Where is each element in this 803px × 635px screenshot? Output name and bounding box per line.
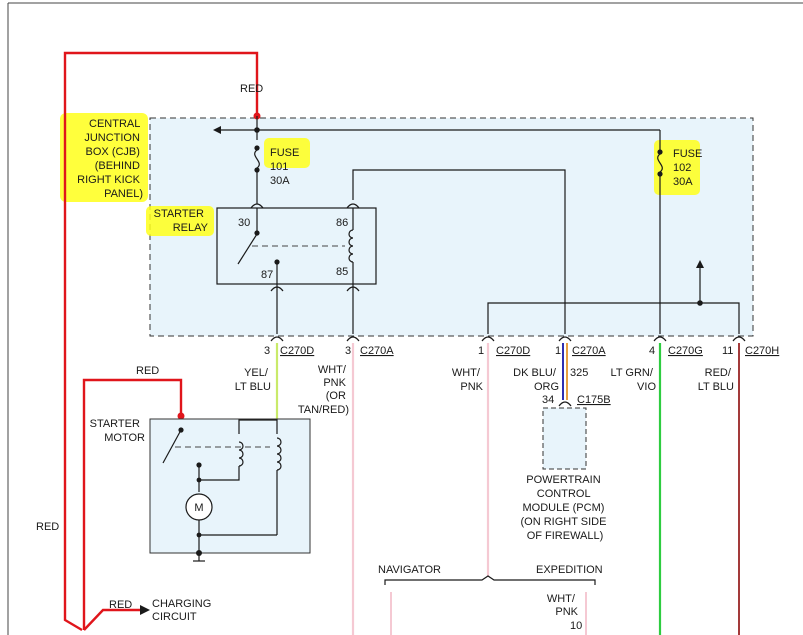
- starter-coil-top: [238, 419, 278, 434]
- fuse102-icon: [657, 153, 663, 173]
- fuse101-top-terminal: [254, 145, 260, 151]
- wire-label-dk-blu-org: DK BLU/ ORG: [513, 367, 559, 393]
- highlight-starter-relay: [146, 206, 214, 236]
- pcm-connector-icon: [558, 401, 572, 407]
- relay-pin86-connector-icon: [346, 203, 360, 209]
- pcm-box: [542, 407, 587, 470]
- connector-name: C270A: [572, 345, 606, 357]
- internal-up-arrow-icon: [696, 260, 704, 268]
- relay-pin30-label: 30: [238, 217, 250, 229]
- connector-name: C270D: [280, 345, 314, 357]
- charging-arrow-icon: [140, 605, 150, 615]
- cjb-box-fill: [150, 118, 753, 336]
- c270d-pin3-connector-icon: [270, 336, 284, 342]
- fuse102-top-terminal: [657, 149, 663, 155]
- label-expedition: EXPEDITION: [536, 564, 603, 576]
- fuse101-icon: [254, 149, 260, 169]
- connector-labels: 3 C270D 3 C270A 1 C270D 1 C270A 4 C270G …: [264, 345, 779, 357]
- starter-internal-wire: [198, 465, 240, 481]
- wire-label-wht-pnk: WHT/ PNK: [452, 367, 484, 393]
- connector-pin: 11: [722, 345, 733, 357]
- red-wire-charging: [83, 608, 142, 631]
- connector-pin: 4: [649, 345, 655, 357]
- starter-coil-right-icon: [276, 437, 282, 471]
- wire-label-circuit-325: 325: [570, 367, 588, 379]
- connector-pin: 1: [555, 345, 561, 357]
- bottom-pin: 10: [570, 620, 582, 632]
- red-wire-label-top: RED: [240, 83, 263, 95]
- connector-pin: 3: [264, 345, 270, 357]
- bus-arrow-icon: [213, 126, 221, 134]
- starter-relay-label: STARTER RELAY: [154, 208, 209, 234]
- connector-name: C270D: [496, 345, 530, 357]
- highlight-fuse102: [654, 140, 700, 195]
- wire-label-yel-lt-blu: YEL/ LT BLU: [235, 367, 271, 393]
- red-wire-main: [63, 51, 259, 632]
- starter-relay-box: [216, 207, 377, 285]
- connector-name: C270H: [745, 345, 779, 357]
- red-wire-label-starter: RED: [136, 365, 159, 377]
- connector-name: C270A: [360, 345, 394, 357]
- c270a-pin3-connector-icon: [346, 336, 360, 342]
- starter-switch-blade-icon: [162, 429, 182, 464]
- connector-name: C270G: [668, 345, 703, 357]
- cjb-label: CENTRAL JUNCTION BOX (CJB) (BEHIND RIGHT…: [77, 118, 143, 200]
- wire-label-lt-grn-vio: LT GRN/ VIO: [611, 367, 657, 393]
- c270g-pin4-connector-icon: [653, 336, 667, 342]
- model-split-bracket: [384, 575, 596, 585]
- wire-label-red-lt-blu: RED/ LT BLU: [698, 367, 734, 393]
- fuse102-label: FUSE 102 30A: [673, 148, 705, 188]
- starter-motor-label: STARTER MOTOR: [90, 418, 145, 444]
- relay-switch-pivot: [254, 230, 260, 236]
- starter-coil-left-icon: [238, 441, 244, 467]
- cjb-bottom-connectors: [270, 336, 746, 342]
- relay-switch-blade-icon: [237, 233, 258, 265]
- relay-86-feed-to-c270a: [352, 169, 566, 334]
- connector-pin: 3: [345, 345, 351, 357]
- motor-symbol: M: [194, 502, 203, 514]
- c270h-pin11-connector-icon: [732, 336, 746, 342]
- label-navigator: NAVIGATOR: [378, 564, 441, 576]
- internal-bus-right: [487, 302, 740, 334]
- starter-motor-box: [149, 418, 311, 554]
- bus-node: [254, 127, 260, 133]
- red-wire-label-side: RED: [36, 521, 59, 533]
- red-starter-node: [177, 412, 185, 420]
- relay-pin87-label: 87: [261, 269, 273, 281]
- pcm-label: POWERTRAIN CONTROL MODULE (PCM) (ON RIGH…: [520, 474, 609, 542]
- relay-pin85-label: 85: [336, 266, 348, 278]
- highlight-fuse101: [264, 138, 310, 168]
- wire-label-wht-pnk-or: WHT/ PNK (OR TAN/RED): [298, 364, 349, 416]
- c270d-pin1-connector-icon: [481, 336, 495, 342]
- connector-pin: 1: [478, 345, 484, 357]
- relay-pin30-connector-icon: [250, 203, 264, 209]
- charging-circuit-label: CHARGING CIRCUIT: [152, 598, 214, 623]
- red-wire-label-charging: RED: [109, 599, 132, 611]
- pcm-connector-name: C175B: [577, 394, 611, 406]
- red-wire-starter: [82, 378, 183, 630]
- pcm-pin: 34: [542, 394, 554, 406]
- relay-coil-icon: [348, 229, 354, 263]
- highlight-cjb-label: [60, 113, 148, 202]
- relay-pin86-label: 86: [336, 217, 348, 229]
- c270a-pin1-connector-icon: [558, 336, 572, 342]
- wire-label-bottom: WHT/ PNK: [547, 593, 579, 618]
- fuse101-label: FUSE 101 30A: [270, 147, 302, 187]
